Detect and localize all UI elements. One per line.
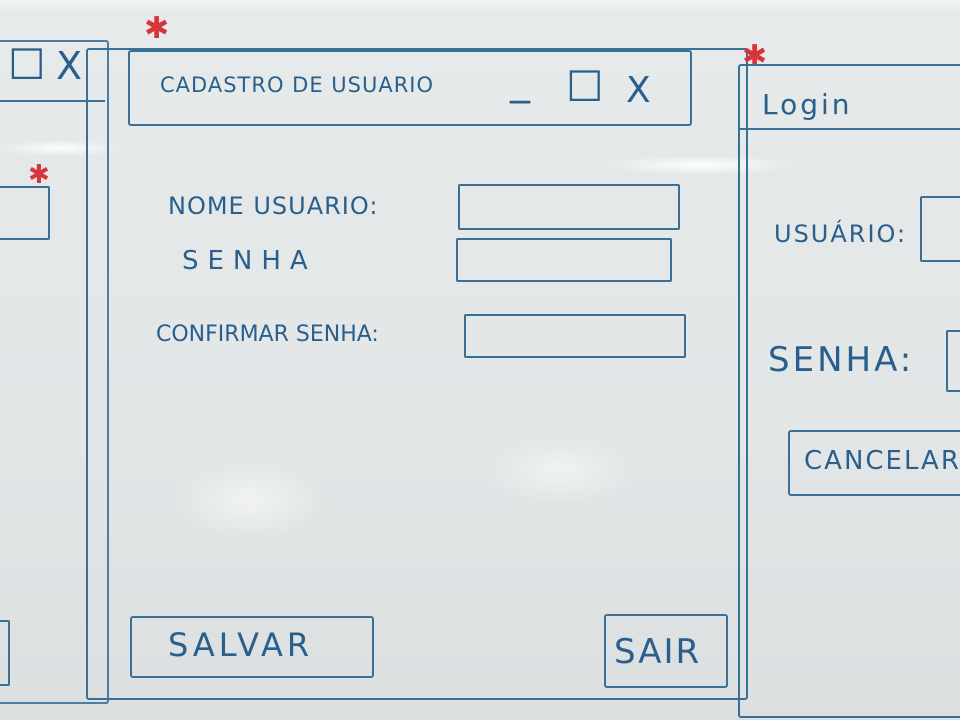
register-minimize-icon[interactable]: _ xyxy=(510,58,530,104)
left-close-icon[interactable]: X xyxy=(56,44,83,88)
left-window-titlebar xyxy=(0,40,105,102)
confirm-password-label: Confirmar Senha: xyxy=(156,322,379,347)
login-user-input[interactable] xyxy=(920,196,960,262)
login-password-label: Senha: xyxy=(768,340,915,380)
left-bottom-box[interactable] xyxy=(0,620,10,686)
register-window-titlebar xyxy=(128,50,692,126)
username-input[interactable] xyxy=(458,184,680,230)
login-user-label: Usuário: xyxy=(774,220,908,248)
username-label: Nome usuario: xyxy=(168,192,379,220)
register-close-icon[interactable]: X xyxy=(626,70,651,111)
login-password-input[interactable] xyxy=(946,330,960,392)
password-input[interactable] xyxy=(456,238,672,282)
register-window-title: Cadastro de usuario xyxy=(160,73,435,97)
save-button[interactable] xyxy=(130,616,374,678)
left-window-frame xyxy=(0,40,109,704)
register-window-frame xyxy=(86,48,748,700)
login-window-title: Login xyxy=(762,88,853,121)
register-maximize-icon[interactable]: ☐ xyxy=(566,62,604,111)
register-required-asterisk-icon: ✱ xyxy=(144,11,170,46)
exit-button[interactable] xyxy=(604,614,728,688)
left-maximize-icon[interactable]: ☐ xyxy=(8,40,46,89)
confirm-password-input[interactable] xyxy=(464,314,686,358)
password-label: Senha xyxy=(182,246,317,276)
login-required-asterisk-icon: ✱ xyxy=(742,39,768,74)
cancel-button-label: Cancelar xyxy=(804,446,960,476)
login-window-titlebar xyxy=(738,64,960,130)
board-top-edge xyxy=(0,0,960,12)
exit-button-label: Sair xyxy=(614,632,702,672)
left-required-asterisk-icon: ✱ xyxy=(28,160,50,190)
left-field-box[interactable] xyxy=(0,186,50,240)
login-window-frame xyxy=(738,64,960,718)
save-button-label: Salvar xyxy=(168,626,314,664)
cancel-button[interactable] xyxy=(788,430,960,496)
